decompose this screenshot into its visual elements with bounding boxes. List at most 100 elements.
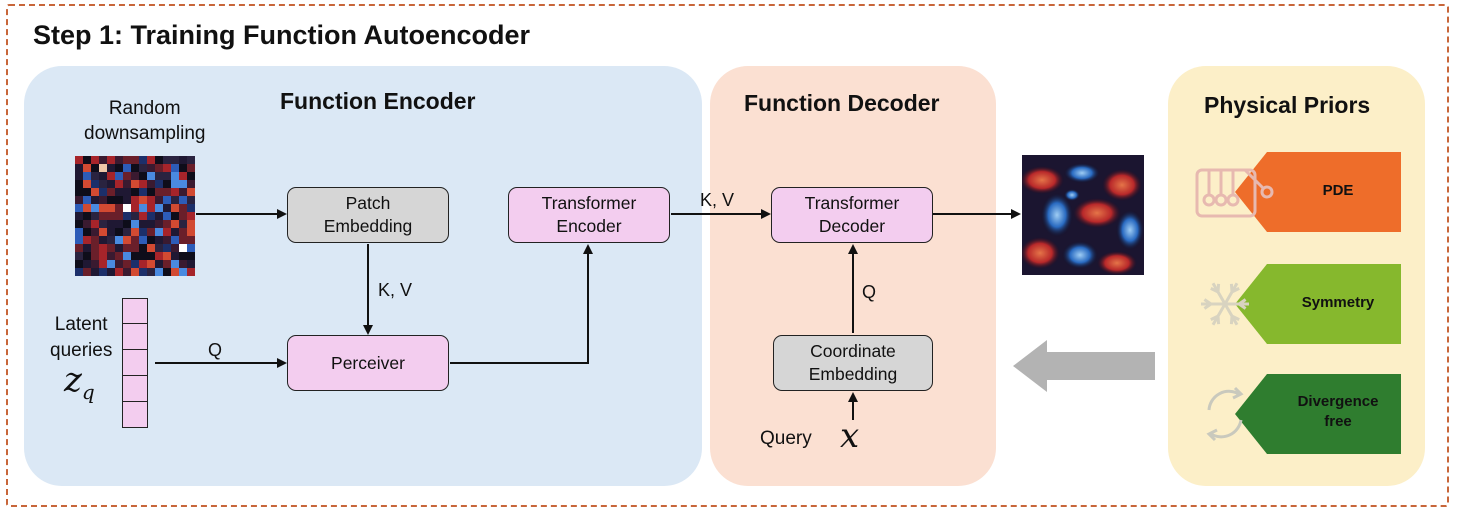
heat-cell [179,172,188,181]
heat-cell [147,260,156,269]
heat-cell [147,212,156,221]
heat-cell [91,236,100,245]
heat-cell [155,268,164,276]
heat-cell [107,212,116,221]
heat-cell [131,236,140,245]
heat-cell [139,236,148,245]
heat-cell [171,260,180,269]
heat-cell [179,204,188,213]
step-title: Step 1: Training Function Autoencoder [33,20,531,50]
heat-cell [187,260,195,269]
heat-cell [187,172,195,181]
heat-cell [115,164,124,173]
encoder-title: Function Encoder [280,88,476,114]
latent-cell [122,324,148,350]
prior-tag-label: Symmetry [1301,294,1375,311]
heat-cell [115,196,124,205]
heat-cell [75,188,84,197]
transformer-encoder-box: Transformer Encoder [508,187,670,243]
heat-cell [163,156,172,165]
heat-cell [131,268,140,276]
heat-cell [99,204,108,213]
latent-queries-label: Latent queries [50,314,113,361]
latent-query-vector [122,298,148,428]
heat-cell [75,212,84,221]
heat-cell [139,260,148,269]
prior-tag-0: PDE [1195,148,1405,236]
heat-cell [123,212,132,221]
heat-cell [131,260,140,269]
heat-cell [75,172,84,181]
encoder-kv-label: K, V [378,280,413,300]
heat-cell [171,212,180,221]
priors-title: Physical Priors [1204,92,1371,118]
heat-cell [99,212,108,221]
heat-cell [115,228,124,237]
heat-cell [187,156,195,165]
heat-cell [147,180,156,189]
heat-cell [179,220,188,229]
heat-cell [163,260,172,269]
heat-cell [107,172,116,181]
heat-cell [163,164,172,173]
heat-cell [107,196,116,205]
heat-cell [187,212,195,221]
heat-cell [123,164,132,173]
heat-cell [107,260,116,269]
heat-cell [155,164,164,173]
priors-arrow [1013,340,1155,392]
heat-cell [91,228,100,237]
arrow-perceiver-to-encoder [450,244,593,364]
heat-cell [131,228,140,237]
heat-cell [147,172,156,181]
heat-cell [163,228,172,237]
heat-cell [147,188,156,197]
heat-cell [99,188,108,197]
heat-cell [155,244,164,253]
heat-cell [83,188,92,197]
heat-cell [107,220,116,229]
heat-cell [163,236,172,245]
heat-cell [107,204,116,213]
heat-cell [131,204,140,213]
cycle-arrows-icon [1206,386,1244,442]
heat-cell [147,252,156,261]
heat-cell [75,260,84,269]
heat-cell [107,244,116,253]
heat-cell [99,196,108,205]
heat-cell [83,220,92,229]
heat-cell [83,164,92,173]
heat-cell [155,188,164,197]
heat-cell [123,268,132,276]
heat-cell [139,220,148,229]
latent-symbol-z: z [64,360,82,400]
heat-cell [139,156,148,165]
heat-cell [179,236,188,245]
heat-cell [179,188,188,197]
newtons-cradle-icon [1195,168,1274,218]
latent-cell [122,350,148,376]
heat-cell [123,188,132,197]
heat-cell [75,164,84,173]
heat-cell [147,164,156,173]
heat-cell [107,180,116,189]
decoder-title: Function Decoder [744,90,940,116]
latent-symbol-subscript: q [81,379,95,404]
heat-cell [139,196,148,205]
heat-cell [187,220,195,229]
heat-cell [99,244,108,253]
heat-cell [131,244,140,253]
heat-cell [75,236,84,245]
heat-cell [171,244,180,253]
heat-cell [123,196,132,205]
heat-cell [187,180,195,189]
heat-cell [83,172,92,181]
heat-cell [187,268,195,276]
heat-cell [155,220,164,229]
query-symbol: x [840,416,860,456]
heat-cell [131,164,140,173]
heat-cell [171,164,180,173]
heat-cell [75,204,84,213]
heat-cell [75,268,84,276]
heat-cell [115,156,124,165]
